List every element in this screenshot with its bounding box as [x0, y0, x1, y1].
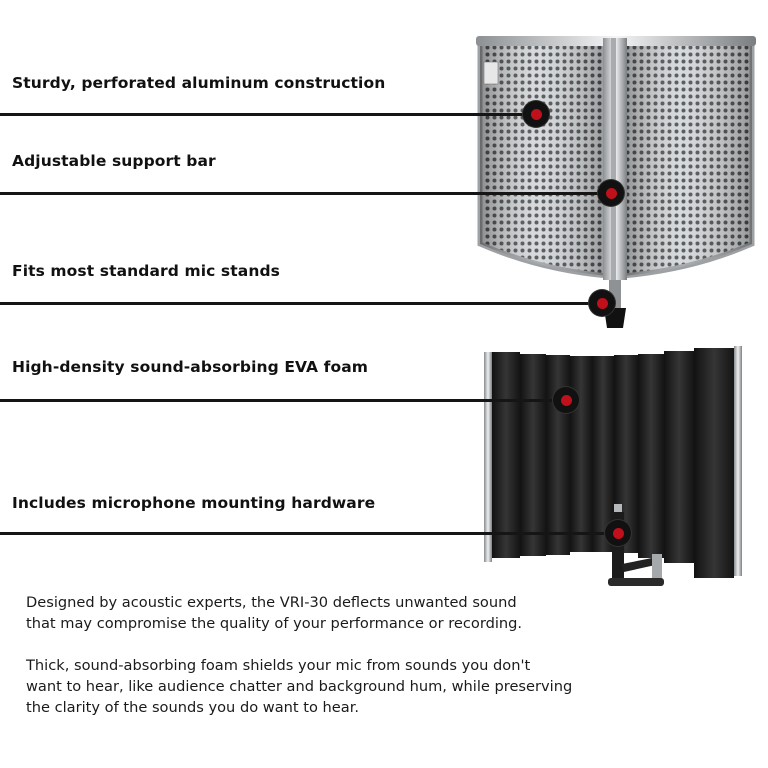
feature-label-eva-foam: High-density sound-absorbing EVA foam: [12, 358, 369, 376]
callout-marker-mic-stands: [589, 290, 615, 316]
callout-marker-support-bar: [598, 180, 624, 206]
description-paragraph-2: Thick, sound-absorbing foam shields your…: [26, 657, 573, 716]
callout-marker-mounting-hardware: [605, 520, 631, 546]
leader-line-mic-stands: [0, 302, 602, 305]
leader-line-support-bar: [0, 192, 611, 195]
callout-marker-aluminum: [523, 101, 549, 127]
feature-label-support-bar: Adjustable support bar: [12, 152, 216, 170]
feature-label-mounting-hardware: Includes microphone mounting hardware: [12, 494, 376, 512]
product-photo-foam-shield: [484, 346, 742, 586]
leader-line-mounting-hardware: [0, 532, 618, 535]
product-description: Designed by acoustic experts, the VRI-30…: [26, 592, 746, 718]
callout-marker-eva-foam: [553, 387, 579, 413]
description-paragraph-1: Designed by acoustic experts, the VRI-30…: [26, 594, 523, 632]
leader-line-eva-foam: [0, 399, 566, 402]
leader-line-aluminum: [0, 113, 536, 116]
feature-label-aluminum: Sturdy, perforated aluminum construction: [12, 74, 386, 92]
product-photo-aluminum-shield: [476, 36, 756, 328]
feature-label-mic-stands: Fits most standard mic stands: [12, 262, 280, 280]
